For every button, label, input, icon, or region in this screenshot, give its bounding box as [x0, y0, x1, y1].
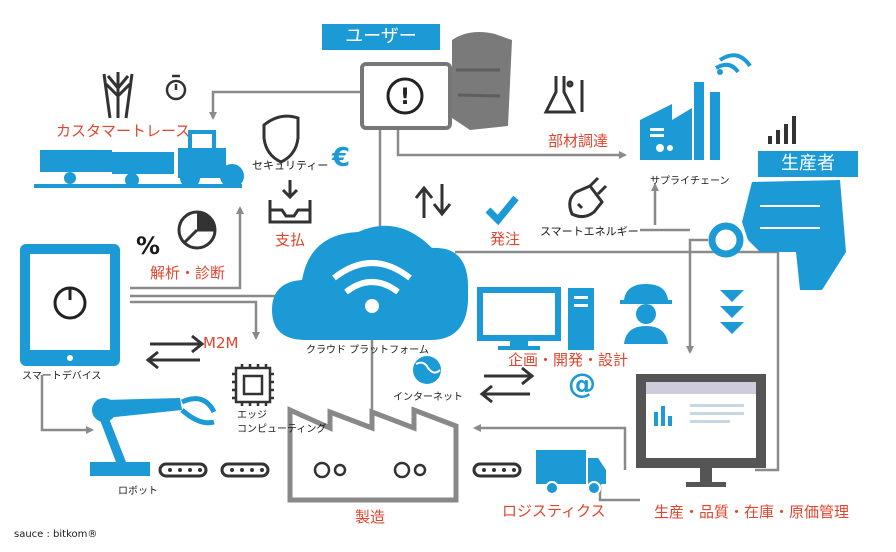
down-chevrons-icon — [720, 290, 744, 334]
shield-icon — [262, 114, 300, 164]
m2m-label: M2M — [203, 334, 239, 352]
user-tablet-icon: ! — [360, 32, 512, 130]
robot-label: ロボット — [118, 486, 158, 497]
manufacturing-label: 製造 — [355, 508, 386, 526]
security-label: セキュリティー — [252, 159, 329, 172]
producer-hand-icon — [708, 180, 846, 290]
stopwatch-icon — [165, 74, 187, 101]
payment-label: 支払 — [275, 231, 306, 249]
user-tag: ユーザー — [322, 24, 440, 50]
planning-label: 企画・開発・設計 — [508, 351, 629, 369]
cloud-label: クラウド プラットフォーム — [306, 345, 429, 356]
pie-chart-icon — [177, 210, 217, 250]
smart-device-label: スマートデバイス — [22, 371, 102, 382]
desktop-computer-icon — [477, 287, 594, 350]
tractor-icon — [34, 130, 244, 188]
delivery-truck-icon — [536, 450, 606, 495]
supply-chain-label: サプライチェーン — [650, 176, 730, 187]
at-symbol: @ — [568, 367, 596, 400]
producer-tag: 生産者 — [758, 151, 858, 177]
engineer-icon — [620, 284, 672, 344]
edge-label-line2: コンピューティング — [237, 424, 327, 435]
customer-trace-label: カスタマートレース — [56, 122, 191, 140]
smart-energy-label: スマートエネルギー — [540, 225, 639, 238]
checkmark-icon — [485, 195, 519, 226]
manufacturing-factory-icon — [287, 406, 459, 503]
m2m-arrows-icon — [145, 334, 205, 370]
logistics-label: ロジスティクス — [502, 502, 606, 520]
inbox-icon — [268, 180, 312, 224]
percent-symbol: % — [136, 232, 161, 260]
smart-plug-icon — [568, 176, 608, 219]
lab-flask-icon — [543, 76, 584, 114]
dashboard-monitor-icon — [636, 374, 766, 487]
exchange-arrows-icon — [479, 366, 535, 404]
cloud-platform-icon — [272, 225, 469, 340]
source-credit: sauce : bitkom® — [14, 529, 98, 540]
materials-label: 部材調達 — [548, 132, 609, 150]
wheat-icon — [102, 72, 134, 119]
robot-arm-icon — [90, 396, 217, 476]
smart-device-icon — [20, 244, 120, 366]
order-label: 発注 — [490, 230, 521, 248]
production-label: 生産・品質・在庫・原価管理 — [654, 503, 850, 521]
edge-chip-icon — [232, 364, 274, 406]
edge-label-line1: エッジ — [237, 410, 267, 421]
internet-label: インターネット — [393, 392, 463, 403]
analysis-label: 解析・診断 — [150, 264, 226, 282]
supply-factory-icon — [640, 53, 752, 160]
globe-icon — [413, 356, 441, 384]
conveyor-belt-icon — [158, 462, 522, 478]
sync-arrows-icon — [414, 184, 452, 218]
signal-bars-icon — [768, 116, 796, 144]
connector-lines — [40, 90, 780, 502]
svg-text:!: ! — [400, 85, 410, 110]
euro-symbol: € — [332, 143, 351, 173]
